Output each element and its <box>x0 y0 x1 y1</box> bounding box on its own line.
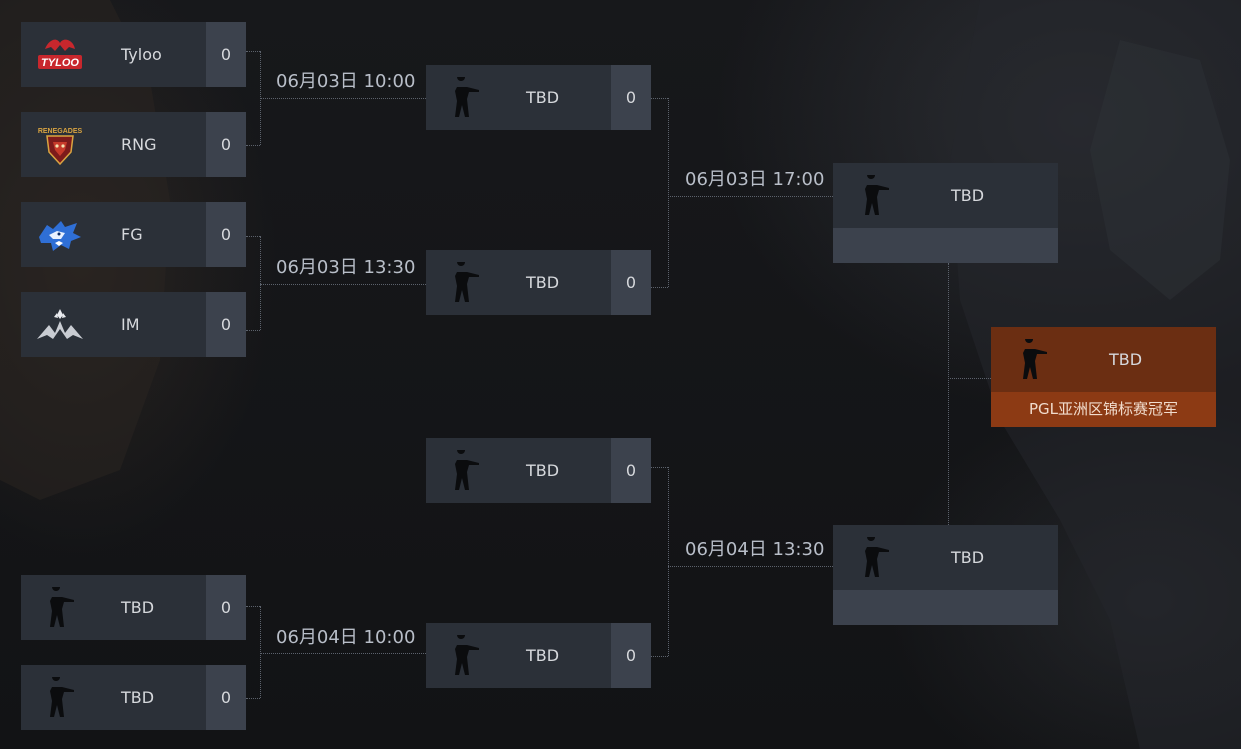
renegades-logo: RENEGADES <box>35 124 85 166</box>
team-score: 0 <box>206 292 246 357</box>
match-date: 06月03日 13:30 <box>276 257 416 278</box>
im-logo <box>35 304 85 346</box>
champion-title: PGL亚洲区锦标赛冠军 <box>1028 400 1179 418</box>
team-slot-im[interactable]: IM 0 <box>21 292 246 357</box>
soldier-icon <box>440 635 490 677</box>
connector-line <box>668 98 669 287</box>
team-name: IM <box>121 315 140 334</box>
connector-line <box>246 51 260 52</box>
team-name: TBD <box>121 688 155 707</box>
team-name: TBD <box>1109 350 1143 369</box>
team-name: TBD <box>526 461 560 480</box>
connector-line <box>260 653 426 654</box>
semifinal-bottom <box>833 228 1058 263</box>
connector-line <box>668 467 669 656</box>
match-date: 06月04日 13:30 <box>685 539 825 560</box>
team-score: 0 <box>611 438 651 503</box>
champion-bottom <box>991 392 1216 427</box>
svg-text:RENEGADES: RENEGADES <box>38 128 83 135</box>
team-name: TBD <box>526 88 560 107</box>
team-name: Tyloo <box>121 45 162 64</box>
soldier-icon <box>440 77 490 119</box>
connector-line <box>651 467 668 468</box>
team-name: TBD <box>951 186 985 205</box>
connector-line <box>260 98 426 99</box>
round2-slot[interactable]: TBD 0 <box>426 65 651 130</box>
connector-line <box>668 566 833 567</box>
soldier-icon <box>440 262 490 304</box>
connector-line <box>668 196 833 197</box>
soldier-icon <box>35 677 85 719</box>
soldier-icon <box>1013 335 1063 381</box>
tyloo-logo: TYLOO <box>35 34 85 76</box>
match-date: 06月03日 17:00 <box>685 169 825 190</box>
connector-line <box>651 656 668 657</box>
round2-slot[interactable]: TBD 0 <box>426 250 651 315</box>
match-date: 06月04日 10:00 <box>276 627 416 648</box>
team-name: FG <box>121 225 143 244</box>
connector-line <box>246 145 260 146</box>
semifinal-slot[interactable]: TBD <box>833 525 1058 625</box>
team-score: 0 <box>206 575 246 640</box>
team-score: 0 <box>611 623 651 688</box>
champion-slot[interactable]: TBD PGL亚洲区锦标赛冠军 <box>991 327 1216 427</box>
connector-line <box>260 236 261 330</box>
team-slot-tbd[interactable]: TBD 0 <box>21 575 246 640</box>
match-date: 06月03日 10:00 <box>276 71 416 92</box>
team-score: 0 <box>611 250 651 315</box>
round2-slot[interactable]: TBD 0 <box>426 438 651 503</box>
connector-line <box>260 284 426 285</box>
round2-slot[interactable]: TBD 0 <box>426 623 651 688</box>
team-slot-tbd[interactable]: TBD 0 <box>21 665 246 730</box>
soldier-icon <box>440 450 490 492</box>
connector-line <box>651 98 668 99</box>
semifinal-slot[interactable]: TBD <box>833 163 1058 263</box>
connector-line <box>260 606 261 698</box>
team-name: TBD <box>951 548 985 567</box>
soldier-icon <box>855 171 905 217</box>
semifinal-bottom <box>833 590 1058 625</box>
soldier-icon <box>855 533 905 579</box>
team-slot-tyloo[interactable]: TYLOO Tyloo 0 <box>21 22 246 87</box>
team-name: TBD <box>121 598 155 617</box>
connector-line <box>246 330 260 331</box>
team-slot-fg[interactable]: FG 0 <box>21 202 246 267</box>
svg-text:TYLOO: TYLOO <box>41 57 79 69</box>
connector-line <box>948 263 949 525</box>
connector-line <box>246 698 260 699</box>
team-name: TBD <box>526 646 560 665</box>
team-score: 0 <box>206 202 246 267</box>
team-score: 0 <box>206 22 246 87</box>
team-name: TBD <box>526 273 560 292</box>
connector-line <box>246 236 260 237</box>
connector-line <box>246 606 260 607</box>
soldier-icon <box>35 587 85 629</box>
team-score: 0 <box>611 65 651 130</box>
team-score: 0 <box>206 665 246 730</box>
team-name: RNG <box>121 135 157 154</box>
connector-line <box>948 378 991 379</box>
connector-line <box>651 287 668 288</box>
team-slot-rng[interactable]: RENEGADES RNG 0 <box>21 112 246 177</box>
fg-wolf-logo <box>35 214 85 256</box>
team-score: 0 <box>206 112 246 177</box>
